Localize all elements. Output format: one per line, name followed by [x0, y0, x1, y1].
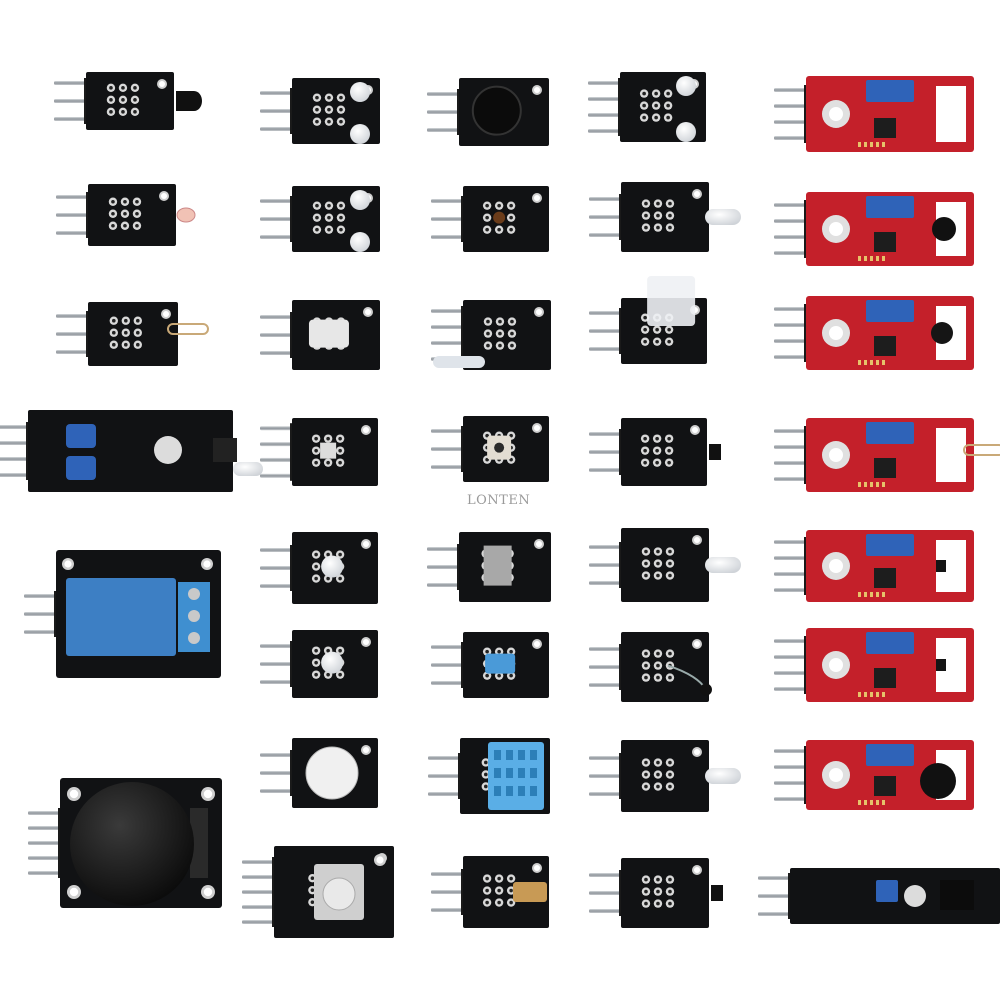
tracking-module — [758, 868, 1000, 924]
temperature-sensor-module — [54, 72, 202, 130]
thermistor-module — [589, 632, 712, 702]
rgb-led-module — [260, 418, 378, 486]
rotary-encoder-module — [242, 846, 394, 938]
two-color-led-module — [260, 630, 378, 698]
magic-light-cup-module — [589, 276, 707, 364]
light-cup-module — [588, 72, 706, 142]
ir-obstacle-module — [0, 410, 263, 492]
tilt-switch-module — [431, 632, 549, 698]
sound-sensor-module-2 — [774, 192, 974, 266]
sensor-module-6 — [774, 628, 974, 702]
small-component-module — [431, 186, 549, 252]
passive-buzzer-module — [260, 738, 378, 808]
modules-layer — [0, 72, 1000, 938]
led-7color-module — [589, 740, 741, 812]
photoresistor-module — [56, 184, 196, 246]
optical-switch-module — [260, 300, 380, 370]
big-sound-module — [774, 740, 974, 810]
joystick-module — [28, 778, 222, 908]
buzzer-module — [427, 78, 549, 146]
mercury-tilt-module — [431, 300, 551, 370]
reed-switch-module — [56, 302, 209, 366]
sound-sensor-module-1 — [774, 76, 974, 152]
ir-emitter-module — [589, 182, 741, 252]
flame-slot-module — [427, 532, 551, 602]
ir-receiver-module — [589, 528, 741, 602]
dual-color-led-module — [260, 78, 380, 144]
mini-reed-led-module — [260, 186, 380, 252]
watermark-text: LONTEN — [467, 493, 531, 508]
sensor-module-3 — [774, 296, 974, 370]
smd-rgb-module — [260, 532, 378, 604]
hall-sensor-module — [589, 418, 721, 486]
analog-hall-module — [589, 858, 723, 928]
relay-module — [24, 550, 221, 678]
button-module — [431, 416, 549, 482]
dht11-module — [428, 738, 550, 814]
laser-module — [431, 856, 549, 928]
reed-sensor-module-4 — [774, 418, 1000, 492]
sensor-module-5 — [774, 530, 974, 602]
